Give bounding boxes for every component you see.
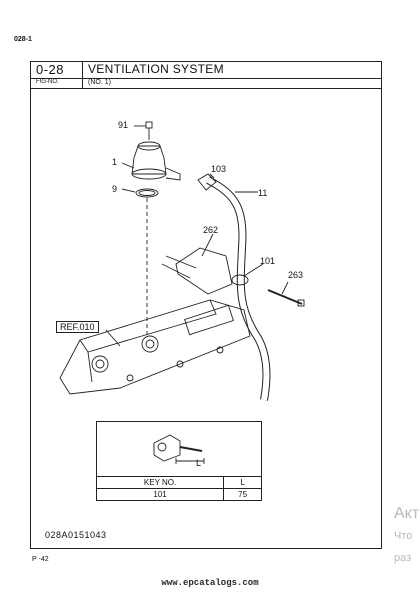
header-column-divider	[82, 61, 83, 88]
part-label-9: 9	[112, 184, 118, 194]
part-1-bottom-flange	[131, 168, 167, 180]
part-label-101: 101	[260, 256, 276, 266]
page-subtitle: (NO. 1)	[88, 79, 111, 86]
part-label-262: 262	[203, 225, 219, 235]
page-title: VENTILATION SYSTEM	[88, 62, 224, 76]
footer-url: www.epcatalogs.com	[161, 578, 259, 588]
table-row: 101 75	[95, 488, 262, 501]
rocker-cover-outline	[59, 299, 251, 395]
figure-number-label: FIG-NO.	[36, 79, 59, 85]
key-length-table: KEY NO. L 101 75	[95, 476, 262, 501]
table-cell: 75	[223, 488, 262, 501]
reference-label: REF.010	[56, 321, 99, 333]
page-number: P -42	[32, 556, 49, 563]
part-label-263: 263	[288, 270, 304, 280]
part-1-outlet	[165, 167, 181, 181]
figure-number: 0-28	[36, 62, 65, 77]
part-91-bolt-head	[145, 121, 153, 129]
table-header: L	[223, 476, 262, 489]
separator-port	[141, 335, 159, 353]
exploded-parts-diagram	[59, 121, 305, 401]
page-code: 028-1	[14, 36, 32, 43]
part-label-103: 103	[211, 164, 227, 174]
header-divider	[30, 78, 382, 79]
part-263-bolt	[267, 289, 303, 305]
watermark-text: раз	[394, 552, 412, 564]
drawing-number: 028A0151043	[45, 530, 107, 540]
rocker-cover-plate	[184, 304, 234, 336]
table-header: KEY NO.	[95, 476, 225, 489]
part-101-clamp	[231, 274, 249, 286]
part-label-11: 11	[258, 188, 268, 198]
part-1-top-flange	[137, 141, 161, 151]
figure-frame	[30, 61, 382, 549]
header-bottom-rule	[30, 88, 382, 89]
part-label-1: 1	[112, 157, 118, 167]
dimension-label: L	[196, 458, 202, 468]
watermark-text: Акт	[394, 505, 420, 522]
detail-inset	[96, 421, 262, 501]
table-cell: 101	[95, 488, 225, 501]
part-9-o-ring	[135, 188, 159, 198]
part-label-91: 91	[118, 120, 129, 130]
clamp-detail-drawing	[153, 434, 205, 464]
part-262-bracket	[175, 247, 233, 295]
part-103-fitting	[197, 173, 217, 191]
watermark-text: Что	[394, 530, 413, 542]
